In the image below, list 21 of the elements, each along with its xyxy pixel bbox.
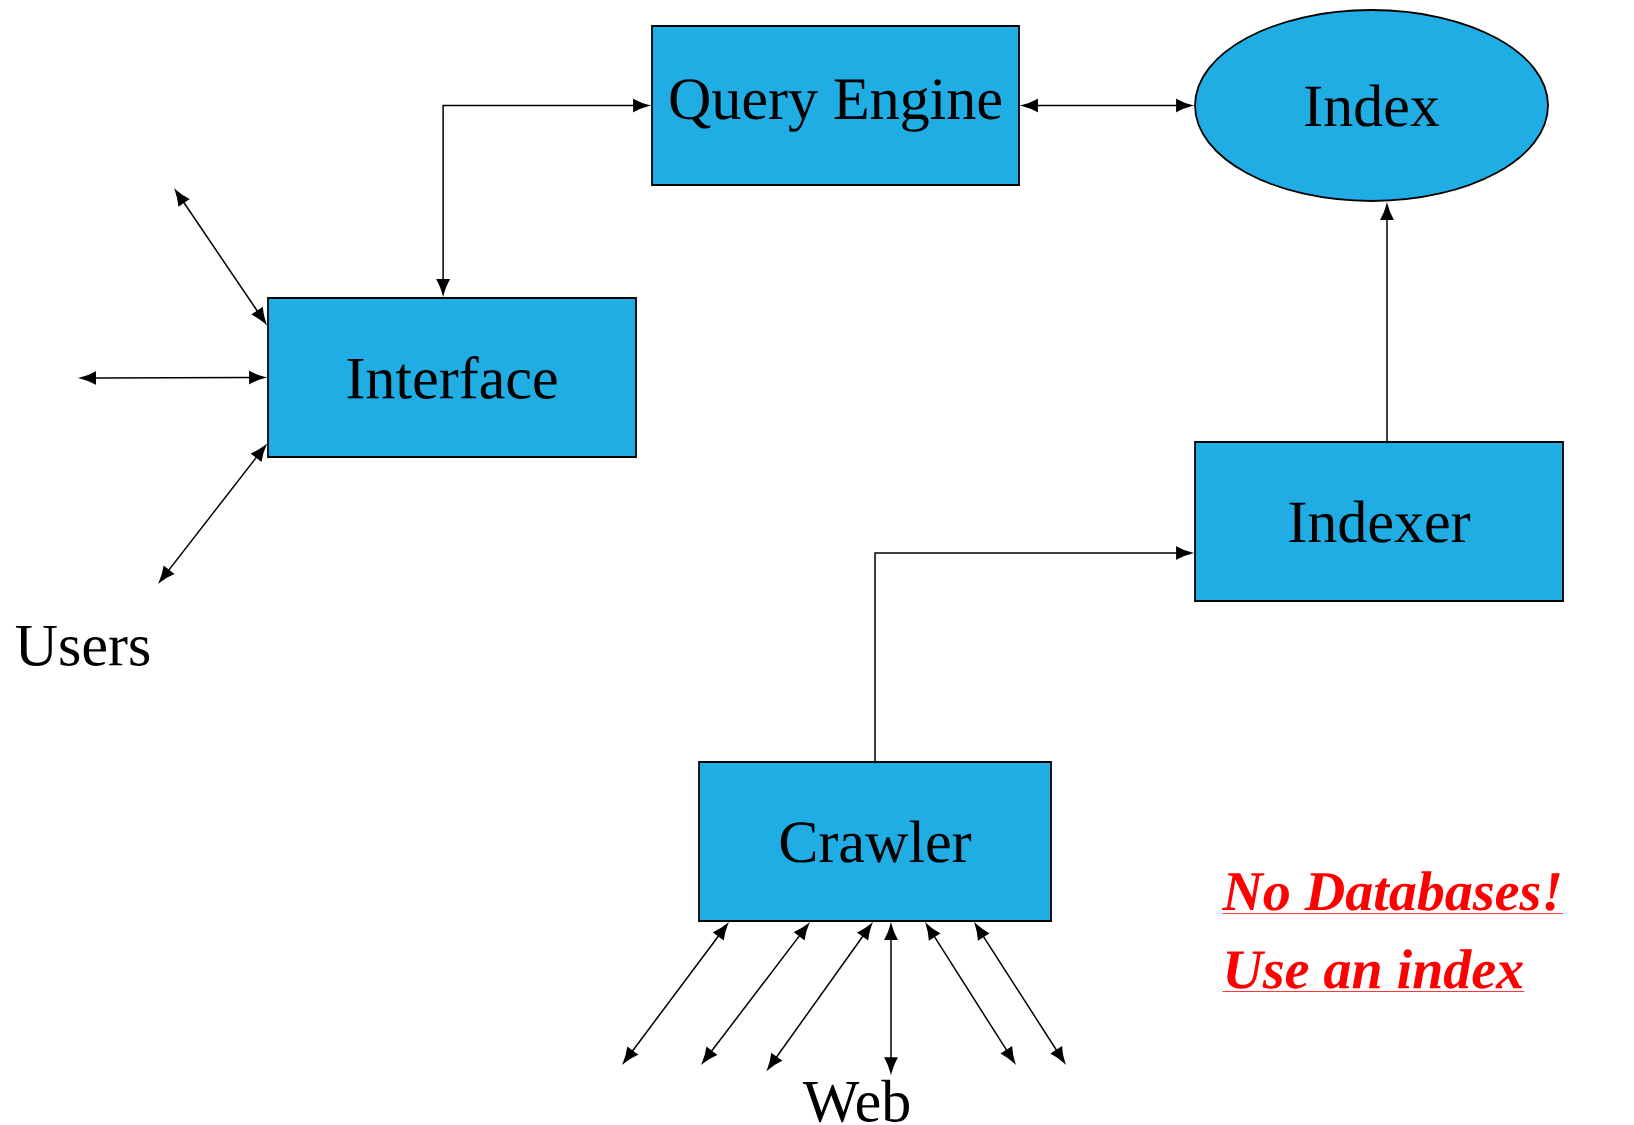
double-arrow <box>436 99 649 295</box>
double-arrow <box>884 924 898 1074</box>
double-arrow <box>174 189 267 324</box>
note-text: Use an index <box>1222 949 1525 992</box>
double-arrow <box>1022 99 1192 112</box>
process-box: Interface <box>267 297 637 458</box>
double-arrow <box>767 923 873 1070</box>
note-text: No Databases! <box>1221 871 1564 914</box>
arrow <box>1380 204 1394 442</box>
double-arrow <box>80 371 265 385</box>
process-box: Indexer <box>1194 441 1564 602</box>
group-label: Web <box>802 1079 909 1123</box>
double-arrow <box>702 923 809 1064</box>
process-box: Query Engine <box>651 25 1020 186</box>
arrow <box>874 546 1192 762</box>
double-arrow <box>159 445 267 583</box>
double-arrow <box>623 923 728 1064</box>
double-arrow <box>925 923 1016 1064</box>
process-box: Crawler <box>698 761 1052 922</box>
group-label: Users <box>15 626 150 666</box>
double-arrow <box>974 923 1066 1064</box>
